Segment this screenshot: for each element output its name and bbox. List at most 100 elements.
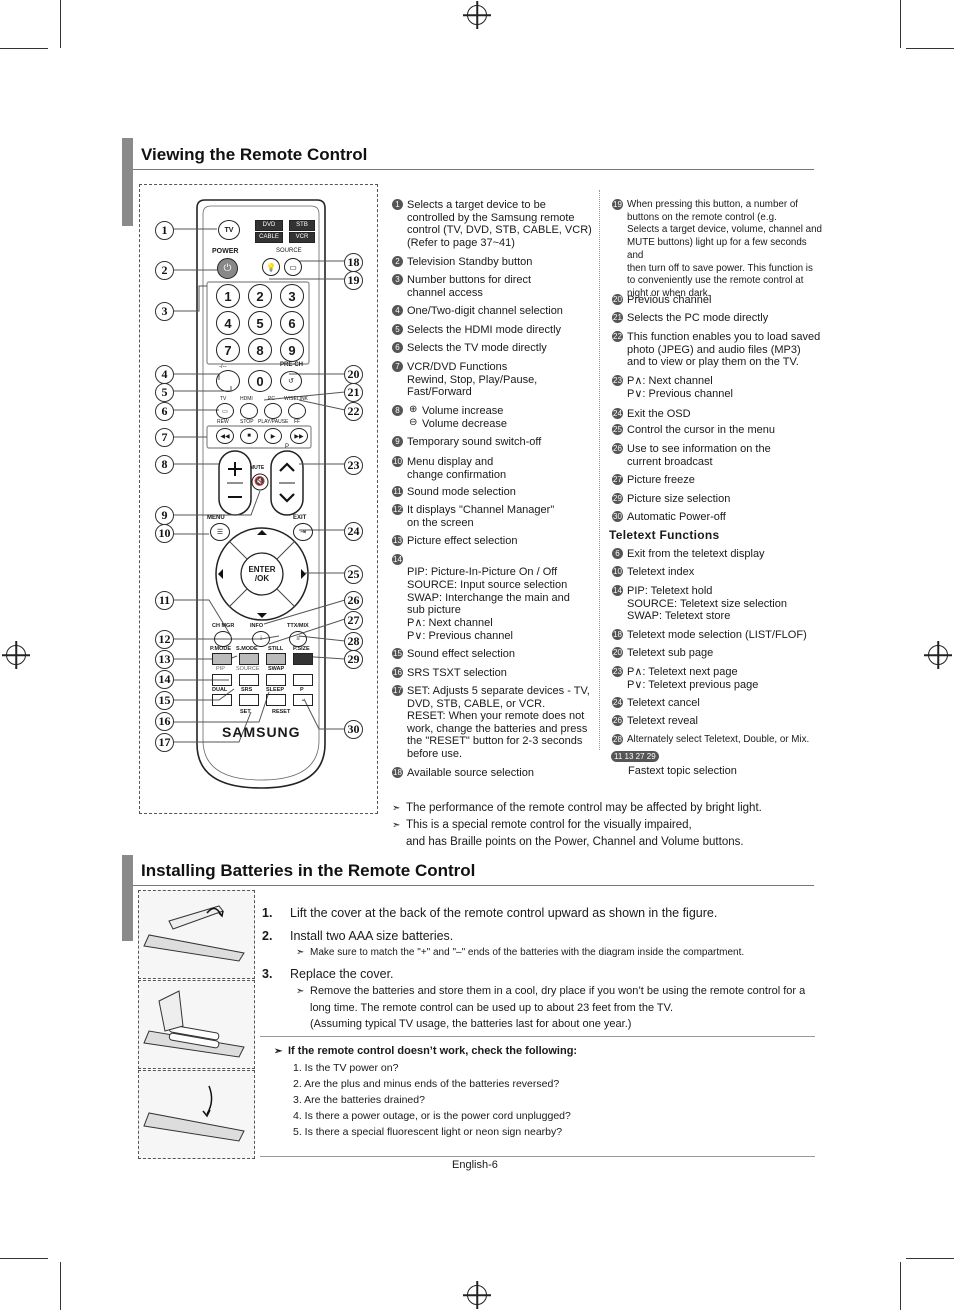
note-arrow-icon: ➣ xyxy=(296,986,305,997)
desc-text: One/Two-digit channel selection xyxy=(407,305,563,317)
smode-button[interactable] xyxy=(239,653,259,665)
desc-number: 16 xyxy=(392,667,403,678)
tv-device-button[interactable]: TV xyxy=(218,220,240,240)
check-item: 2. Are the plus and minus ends of the ba… xyxy=(293,1078,560,1090)
callout-21: 21 xyxy=(344,383,363,402)
crop-mark xyxy=(0,1258,48,1259)
divider xyxy=(260,1036,815,1037)
digit-button[interactable]: 1 xyxy=(216,284,240,308)
digit-button[interactable]: 3 xyxy=(280,284,304,308)
desc-number: 12 xyxy=(392,504,403,515)
dash-label: -/-- xyxy=(219,364,227,370)
note-text: Remove the batteries and store them in a… xyxy=(310,985,806,997)
p-up-button[interactable] xyxy=(293,674,313,686)
desc-text: Sound effect selection xyxy=(407,648,516,660)
source-button-icon[interactable]: ▭ xyxy=(284,258,302,276)
p-label: P xyxy=(285,444,290,450)
dash-button[interactable] xyxy=(216,370,240,392)
reset-button[interactable]: RESET xyxy=(272,709,291,715)
digit-button[interactable]: 9 xyxy=(280,338,304,362)
cable-device-button[interactable]: CABLE xyxy=(255,232,283,243)
desc-text: Teletext mode selection (LIST/FLOF) xyxy=(627,629,807,641)
fast-forward-icon[interactable]: ▶▶ xyxy=(290,428,308,444)
desc-text: Exit the OSD xyxy=(627,408,691,420)
desc-text: This function enables you to load saved … xyxy=(627,331,821,368)
step-3: 3.Replace the cover. xyxy=(262,967,394,981)
pip-button[interactable] xyxy=(212,674,232,686)
exit-icon[interactable]: ⇥ xyxy=(293,523,313,541)
power-icon[interactable]: ⏻ xyxy=(217,258,238,279)
desc-number: 8 xyxy=(392,405,403,416)
step-1: 1.Lift the cover at the back of the remo… xyxy=(262,906,717,920)
pmode-button[interactable] xyxy=(212,653,232,665)
note-text: and has Braille points on the Power, Cha… xyxy=(406,836,744,848)
callout-2: 2 xyxy=(155,261,174,280)
smode-label: S.MODE xyxy=(236,646,258,652)
rewind-icon[interactable]: ◀◀ xyxy=(216,428,234,444)
digit-button[interactable]: 4 xyxy=(216,311,240,335)
desc-text: Available source selection xyxy=(407,767,534,779)
crop-mark xyxy=(900,0,901,48)
number-pad: 1 2 3 4 5 6 7 8 9 xyxy=(214,284,310,364)
registration-mark-icon xyxy=(467,5,487,25)
desc-number: 9 xyxy=(392,436,403,447)
psize-button[interactable] xyxy=(293,653,313,665)
still-button[interactable] xyxy=(266,653,286,665)
swap-button[interactable] xyxy=(266,674,286,686)
dual-button[interactable] xyxy=(212,694,232,706)
dvd-device-button[interactable]: DVD xyxy=(255,220,283,231)
desc-text: Use to see information on the current br… xyxy=(627,443,771,468)
stop-icon[interactable]: ■ xyxy=(240,428,258,444)
desc-text: Teletext reveal xyxy=(627,715,698,727)
light-icon[interactable]: 💡 xyxy=(262,258,280,276)
callout-28: 28 xyxy=(344,632,363,651)
note-text: long time. The remote control can be use… xyxy=(310,1002,674,1014)
wiselink-button[interactable] xyxy=(288,403,306,419)
section-divider xyxy=(133,885,814,886)
p-down-icon[interactable]: ⌄ xyxy=(293,694,313,706)
chmgr-button[interactable] xyxy=(214,631,232,647)
digit-button[interactable]: 5 xyxy=(248,311,272,335)
vcr-device-button[interactable]: VCR xyxy=(289,232,315,243)
desc-number: 18 xyxy=(392,767,403,778)
digit-button-0[interactable]: 0 xyxy=(248,370,272,392)
set-button[interactable]: SET xyxy=(240,709,251,715)
callout-11: 11 xyxy=(155,591,174,610)
pc-button[interactable] xyxy=(264,403,282,419)
digit-button[interactable]: 2 xyxy=(248,284,272,308)
digit-button[interactable]: 7 xyxy=(216,338,240,362)
ff-label: FF xyxy=(294,419,301,425)
teletext-icon[interactable]: ≡ xyxy=(289,631,307,647)
check-item: 5. Is there a special fluorescent light … xyxy=(293,1126,563,1138)
digit-button[interactable]: 6 xyxy=(280,311,304,335)
play-pause-icon[interactable]: ▶ xyxy=(264,428,282,444)
note-line: ➣ Remove the batteries and store them in … xyxy=(296,983,805,1000)
digit-button[interactable]: 8 xyxy=(248,338,272,362)
source2-button[interactable] xyxy=(239,674,259,686)
mute-label: MUTE xyxy=(250,465,265,471)
dual-label: DUAL xyxy=(212,687,228,693)
stb-device-button[interactable]: STB xyxy=(289,220,315,231)
desc-number: 26 xyxy=(612,715,623,726)
prech-icon[interactable]: ↺ xyxy=(280,371,302,391)
srs-button[interactable] xyxy=(239,694,259,706)
info-icon[interactable]: i xyxy=(252,631,270,647)
info-label: INFO xyxy=(250,623,264,629)
hdmi-button[interactable] xyxy=(240,403,258,419)
pmode-label: P.MODE xyxy=(210,646,231,652)
sleep-button[interactable] xyxy=(266,694,286,706)
mute-icon[interactable]: 🔇 xyxy=(254,476,266,486)
enter-ok-button[interactable]: ENTER /OK xyxy=(248,565,276,583)
tv-icon[interactable]: ▭ xyxy=(216,403,234,419)
check-item: 4. Is there a power outage, or is the po… xyxy=(293,1110,571,1122)
menu-icon[interactable]: ☰ xyxy=(210,523,230,541)
